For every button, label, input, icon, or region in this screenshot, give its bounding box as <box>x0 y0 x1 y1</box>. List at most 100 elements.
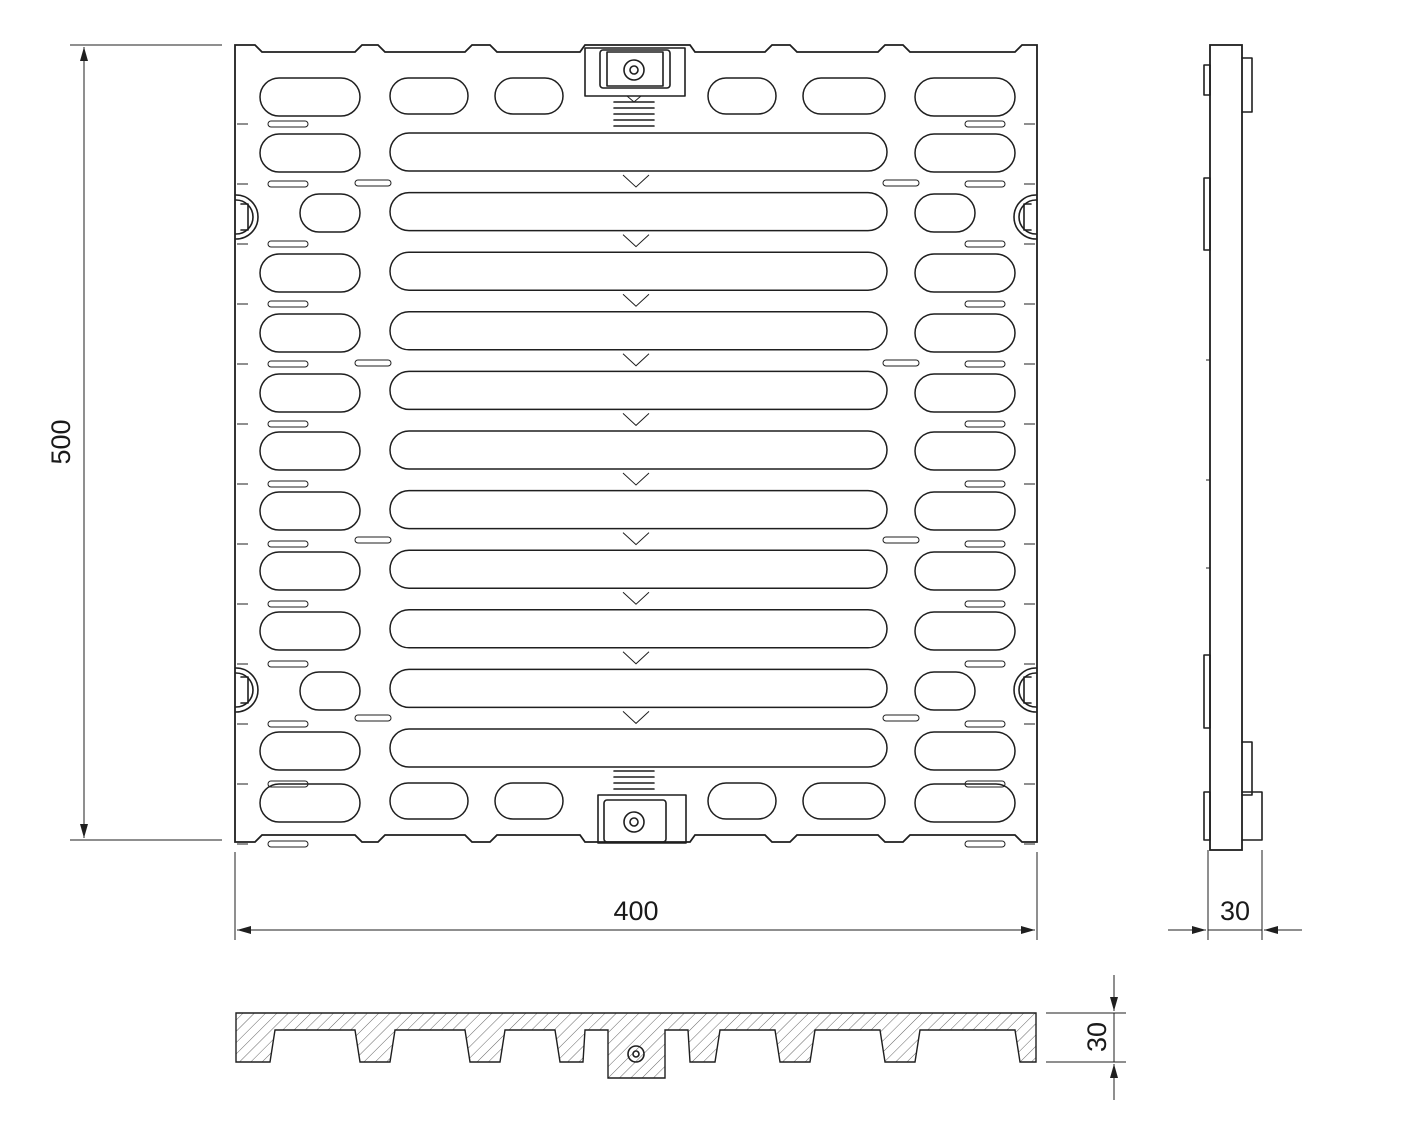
small-slot <box>964 300 1006 308</box>
top-locking-clip <box>584 47 686 127</box>
top-row-slots <box>389 77 886 115</box>
chevron-mark <box>622 353 650 367</box>
chevron-mark <box>622 413 650 427</box>
small-slot <box>267 420 309 428</box>
side-thickness-label: 30 <box>1220 896 1250 926</box>
dimension-width: 400 <box>234 852 1038 940</box>
small-slot <box>964 480 1006 488</box>
small-slot <box>267 660 309 668</box>
small-slot <box>882 714 920 722</box>
section-thickness-label: 30 <box>1082 1022 1112 1052</box>
center-slot <box>389 132 888 172</box>
side-slot <box>914 783 1016 823</box>
small-slot <box>354 179 392 187</box>
small-slot <box>354 536 392 544</box>
small-slot <box>267 480 309 488</box>
center-slot <box>389 311 888 351</box>
dimension-section-thickness: 30 <box>1046 975 1126 1100</box>
side-fixing-lugs <box>235 194 1037 713</box>
side-slot <box>914 313 1016 353</box>
center-slot <box>389 191 888 232</box>
center-slot <box>389 668 888 709</box>
central-slots <box>389 132 888 768</box>
center-slot <box>389 728 888 768</box>
chevron-mark <box>622 591 650 605</box>
small-slot <box>267 720 309 728</box>
small-slot <box>354 714 392 722</box>
small-slot <box>354 359 392 367</box>
edge-dashes <box>237 120 1035 848</box>
side-slot <box>299 193 361 233</box>
small-slot <box>964 120 1006 128</box>
chevron-mark <box>622 293 650 307</box>
small-slot <box>964 360 1006 368</box>
small-slot <box>964 660 1006 668</box>
side-slot <box>914 77 1016 117</box>
chevron-mark <box>622 711 650 725</box>
flow-chevrons <box>622 174 650 725</box>
side-slot <box>259 731 361 771</box>
chevron-mark <box>622 174 650 188</box>
section-view <box>235 1012 1037 1079</box>
small-slot <box>882 179 920 187</box>
small-slot <box>964 720 1006 728</box>
side-slot <box>259 611 361 651</box>
side-slot <box>914 253 1016 293</box>
center-slot <box>389 609 888 649</box>
chevron-mark <box>622 234 650 248</box>
chevron-mark <box>622 532 650 546</box>
small-slot <box>267 180 309 188</box>
small-slot <box>964 420 1006 428</box>
small-slot <box>882 536 920 544</box>
center-slot <box>389 251 888 291</box>
center-slot <box>389 489 888 530</box>
side-slot <box>259 313 361 353</box>
dimension-height: 500 <box>46 44 222 841</box>
small-slot <box>267 300 309 308</box>
center-slot <box>389 549 888 589</box>
side-slot <box>914 611 1016 651</box>
center-slot <box>389 370 888 411</box>
bottom-row-slots <box>389 782 886 820</box>
front-view <box>234 44 1038 848</box>
side-slot <box>259 551 361 591</box>
height-dimension-label: 500 <box>46 419 76 464</box>
small-slot <box>267 540 309 548</box>
small-slot <box>964 840 1006 848</box>
small-slot <box>882 359 920 367</box>
small-slot <box>964 240 1006 248</box>
side-slot <box>914 551 1016 591</box>
side-slot <box>914 133 1016 173</box>
small-slot <box>267 360 309 368</box>
side-slot <box>914 731 1016 771</box>
dimension-side-thickness: 30 <box>1168 850 1302 940</box>
small-slot <box>267 780 309 788</box>
side-slot <box>914 671 976 711</box>
small-slot <box>267 840 309 848</box>
small-slot <box>964 180 1006 188</box>
side-slot <box>259 783 361 823</box>
side-slot <box>299 671 361 711</box>
small-slot <box>267 240 309 248</box>
small-slot <box>267 600 309 608</box>
side-slot <box>259 133 361 173</box>
bottom-locking-clip <box>597 770 687 844</box>
side-slot <box>259 491 361 531</box>
side-slot <box>259 431 361 471</box>
small-slot <box>964 780 1006 788</box>
small-slot <box>964 600 1006 608</box>
side-slot <box>914 373 1016 413</box>
side-slot <box>259 77 361 117</box>
chevron-mark <box>622 472 650 486</box>
side-slot <box>914 491 1016 531</box>
chevron-mark <box>622 651 650 665</box>
side-slot <box>914 431 1016 471</box>
side-slot <box>259 253 361 293</box>
side-view <box>1203 44 1263 851</box>
side-slot <box>259 373 361 413</box>
small-slot <box>964 540 1006 548</box>
center-slot <box>389 430 888 470</box>
width-dimension-label: 400 <box>613 896 658 926</box>
side-slot-columns <box>259 77 1016 823</box>
